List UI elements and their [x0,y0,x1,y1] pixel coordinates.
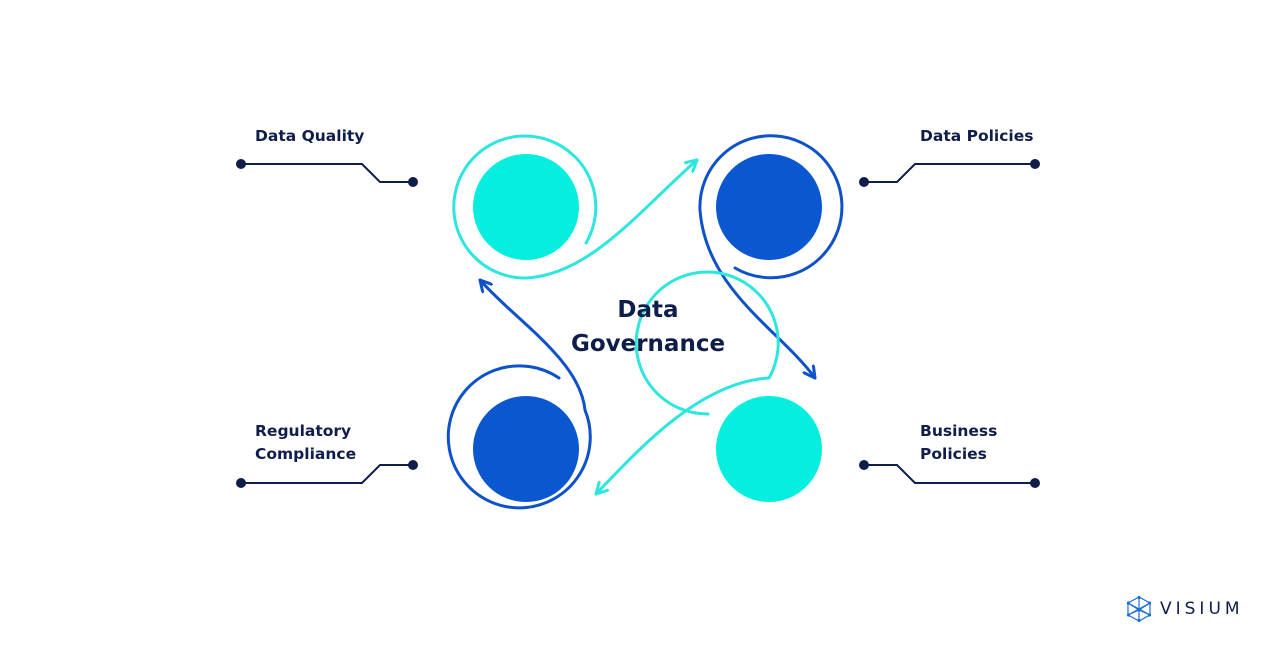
center-title: Data Governance [548,293,748,361]
label-compliance-line2: Compliance [255,445,357,463]
node-data-quality [452,134,699,280]
node-data-policies [698,134,844,380]
label-business-policies: Business Policies [920,420,997,466]
center-title-line1: Data [617,297,679,323]
connector-data-quality [236,159,418,187]
label-data-quality-text: Data Quality [255,127,365,145]
connector-business-policies [859,460,1040,488]
label-regulatory-line1: Regulatory [255,422,352,440]
logo-text: VISIUM [1160,599,1244,619]
visium-logo: VISIUM [1126,596,1244,622]
label-business-line1: Business [920,422,998,440]
label-policies-line2: Policies [920,445,987,463]
node-business-policies [594,270,822,502]
center-title-line2: Governance [570,331,726,357]
label-data-quality: Data Quality [255,125,364,148]
network-polyhedron-icon [1126,596,1152,622]
node-regulatory-compliance [446,278,592,510]
connector-regulatory-compliance [236,460,418,488]
label-data-policies-text: Data Policies [920,127,1034,145]
label-data-policies: Data Policies [920,125,1033,148]
connector-data-policies [859,159,1040,187]
label-regulatory-compliance: Regulatory Compliance [255,420,356,466]
